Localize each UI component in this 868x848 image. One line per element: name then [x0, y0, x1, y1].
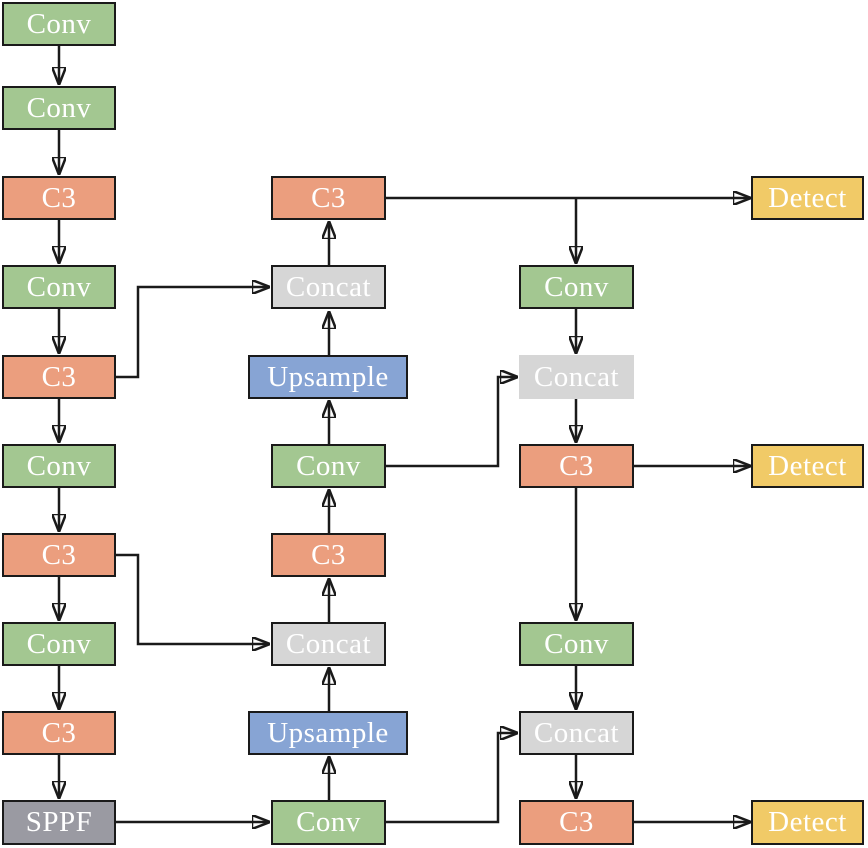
node-detect-2: Detect [751, 444, 864, 488]
node-head-c3-top: C3 [519, 444, 634, 488]
edge-neckconvbottom-headconcatbottom [386, 733, 517, 824]
node-neck-conv-mid: Conv [271, 444, 386, 488]
node-neck-conv-bottom: Conv [271, 800, 386, 845]
node-backbone-c3-3: C3 [2, 533, 116, 577]
node-backbone-conv-5: Conv [2, 622, 116, 666]
edge-backbonec32-neckconcattop [116, 287, 269, 379]
node-neck-c3-mid: C3 [271, 533, 386, 577]
edge-neckconvmid-headconcattop [386, 377, 517, 468]
node-head-concat-bottom: Concat [519, 711, 634, 755]
edge-backbonec33-neckconcatbottom [116, 553, 269, 644]
node-head-c3-bottom: C3 [519, 800, 634, 845]
node-backbone-c3-2: C3 [2, 355, 116, 399]
node-head-conv-top: Conv [519, 265, 634, 309]
node-neck-concat-top: Concat [271, 265, 386, 309]
node-backbone-conv-4: Conv [2, 444, 116, 488]
node-neck-upsample-top: Upsample [248, 355, 408, 399]
node-backbone-c3-1: C3 [2, 176, 116, 220]
node-backbone-conv-3: Conv [2, 265, 116, 309]
node-neck-c3-top: C3 [271, 176, 386, 220]
node-head-concat-top: Concat [519, 355, 634, 399]
node-backbone-sppf: SPPF [2, 800, 116, 845]
node-backbone-c3-4: C3 [2, 711, 116, 755]
node-detect-1: Detect [751, 176, 864, 220]
node-neck-upsample-bottom: Upsample [248, 711, 408, 755]
node-backbone-conv-1: Conv [2, 2, 116, 46]
node-neck-concat-bottom: Concat [271, 622, 386, 666]
node-backbone-conv-2: Conv [2, 86, 116, 130]
node-detect-3: Detect [751, 800, 864, 845]
node-head-conv-bottom: Conv [519, 622, 634, 666]
